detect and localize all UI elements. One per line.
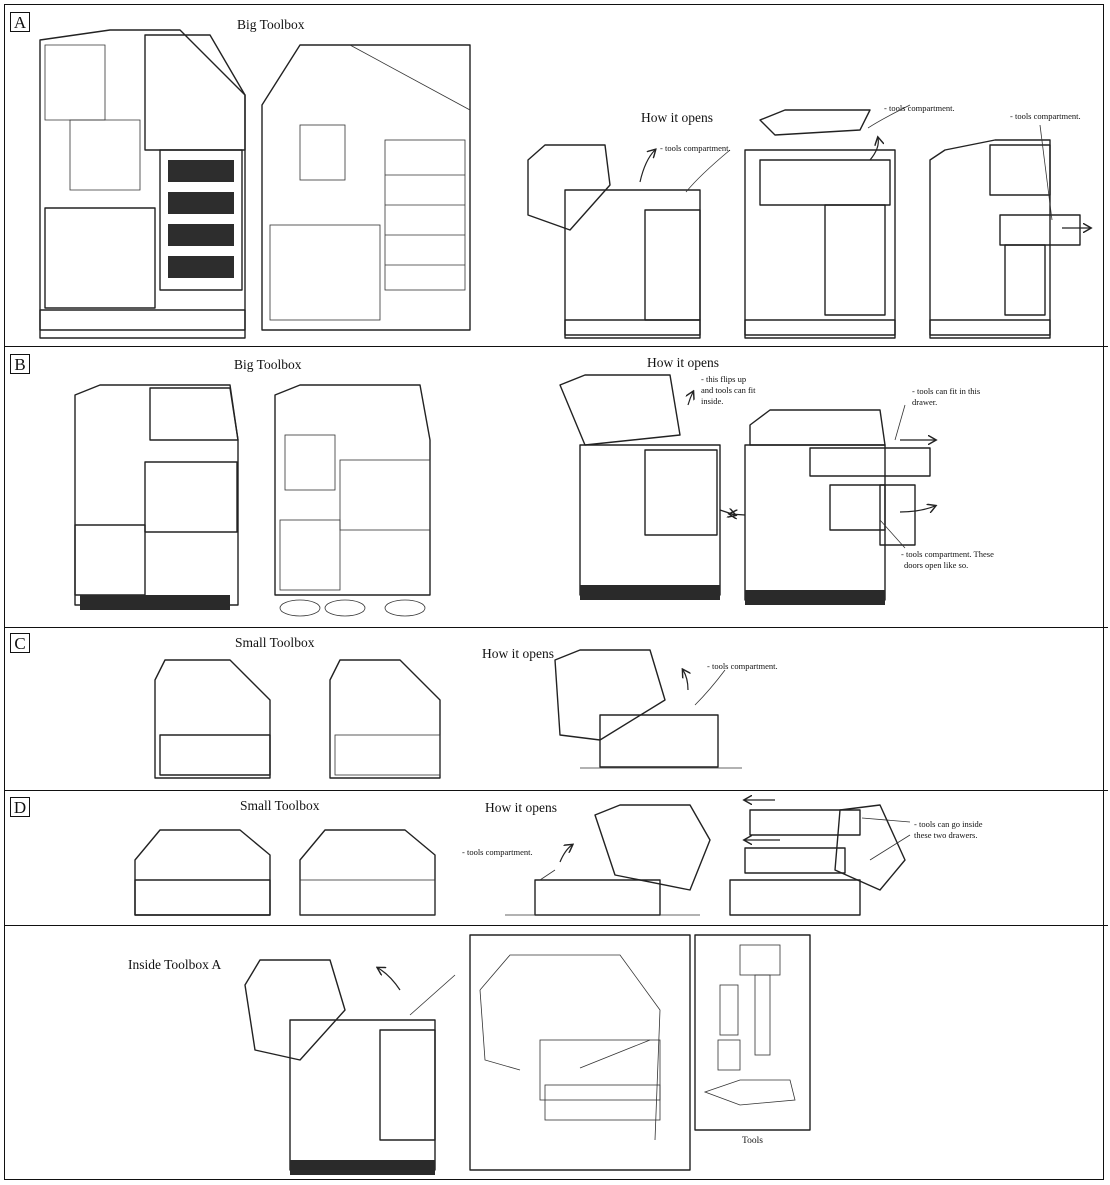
divider-c-d xyxy=(4,790,1108,791)
section-c-line-toolbox xyxy=(329,659,441,779)
section-c-title: Small Toolbox xyxy=(235,635,315,650)
section-b-note-7: doors open like so. xyxy=(904,560,969,570)
inside-toolbox-a-rendered xyxy=(244,959,456,1175)
section-d-subtitle: How it opens xyxy=(485,800,557,815)
section-b-label: B xyxy=(10,354,30,374)
section-d-label: D xyxy=(10,797,30,817)
section-b-note-4: - tools can fit in this xyxy=(912,386,981,396)
section-c-rendered-toolbox xyxy=(154,659,271,779)
section-b-line-toolbox xyxy=(274,384,431,617)
section-b-note-5: drawer. xyxy=(912,397,938,407)
section-b-subtitle: How it opens xyxy=(647,355,719,370)
inside-toolbox-a-detail-box xyxy=(469,934,691,1171)
section-a-title: Big Toolbox xyxy=(237,17,305,32)
section-e-title: Inside Toolbox A xyxy=(128,957,222,972)
section-a-label: A xyxy=(10,12,30,32)
divider-a-b xyxy=(4,346,1108,347)
section-d-rendered-toolbox xyxy=(134,829,271,916)
section-b-note-3: inside. xyxy=(701,396,724,406)
section-d-note-2: - tools can go inside xyxy=(914,819,983,829)
section-b-opening-views xyxy=(559,374,935,605)
section-b-note-6: - tools compartment. These xyxy=(901,549,994,559)
section-a-opening-views xyxy=(527,104,1090,339)
section-a-subtitle: How it opens xyxy=(641,110,713,125)
divider-d-e xyxy=(4,925,1108,926)
section-d-opening-views xyxy=(505,800,911,916)
section-a-note-2: - tools compartment. xyxy=(884,103,955,113)
section-a-line-toolbox xyxy=(261,44,471,331)
section-b-note-1: - this flips up xyxy=(701,374,747,384)
section-a-note-3: - tools compartment. xyxy=(1010,111,1081,121)
section-b-title: Big Toolbox xyxy=(234,357,302,372)
section-c-label: C xyxy=(10,633,30,653)
section-d-note-3: these two drawers. xyxy=(914,830,978,840)
sheet-border xyxy=(4,4,1104,1180)
section-c-subtitle: How it opens xyxy=(482,646,554,661)
section-b-rendered-toolbox xyxy=(74,384,239,610)
section-d-line-toolbox xyxy=(299,829,436,916)
section-b-note-2: and tools can fit xyxy=(701,385,756,395)
section-d-title: Small Toolbox xyxy=(240,798,320,813)
section-a-rendered-toolbox xyxy=(39,29,246,339)
section-c-opening-view xyxy=(554,649,742,769)
tools-detail-box xyxy=(694,934,811,1131)
section-c-note-1: - tools compartment. xyxy=(707,661,778,671)
section-a-note-1: - tools compartment. xyxy=(660,143,731,153)
section-d-note-1: - tools compartment. xyxy=(462,847,533,857)
tools-caption: Tools xyxy=(742,1136,763,1146)
divider-b-c xyxy=(4,627,1108,628)
